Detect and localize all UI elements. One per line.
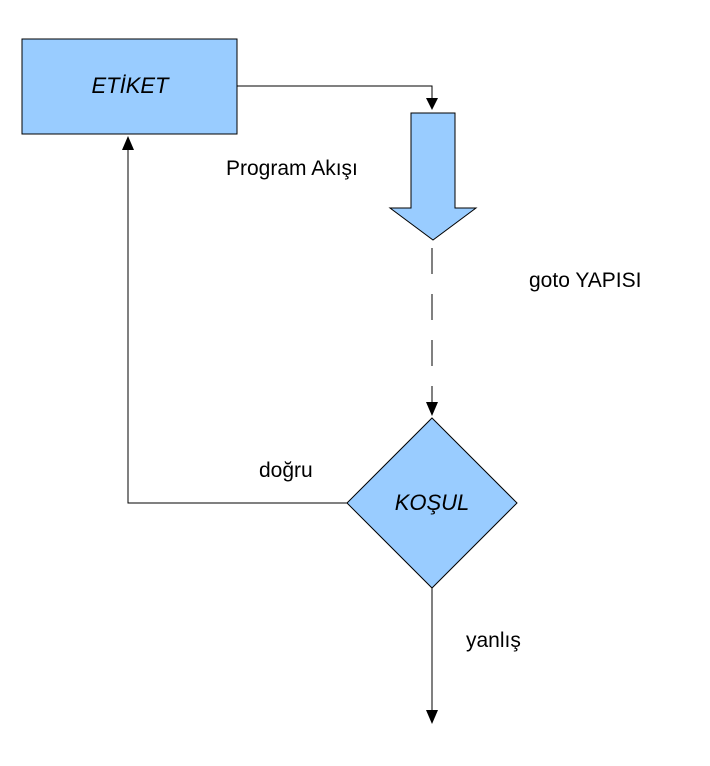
dashed-connector-arrowhead bbox=[426, 402, 438, 416]
etiket-to-flow-connector bbox=[237, 85, 433, 100]
false-branch-arrowhead bbox=[426, 710, 438, 724]
etiket-label: ETİKET bbox=[91, 73, 170, 98]
goto-label: goto YAPISI bbox=[529, 269, 641, 292]
program-flow-label: Program Akışı bbox=[226, 157, 358, 180]
false-branch-label: yanlış bbox=[466, 629, 521, 652]
true-branch-label: doğru bbox=[259, 459, 313, 482]
true-branch-arrowhead bbox=[122, 136, 134, 150]
kosul-label: KOŞUL bbox=[395, 490, 470, 515]
etiket-node: ETİKET bbox=[21, 38, 238, 135]
true-branch-connector bbox=[127, 148, 347, 504]
kosul-node: KOŞUL bbox=[346, 417, 518, 589]
etiket-box bbox=[21, 38, 238, 135]
program-flow-block-arrow bbox=[388, 112, 478, 241]
etiket-to-flow-arrowhead bbox=[426, 98, 438, 110]
